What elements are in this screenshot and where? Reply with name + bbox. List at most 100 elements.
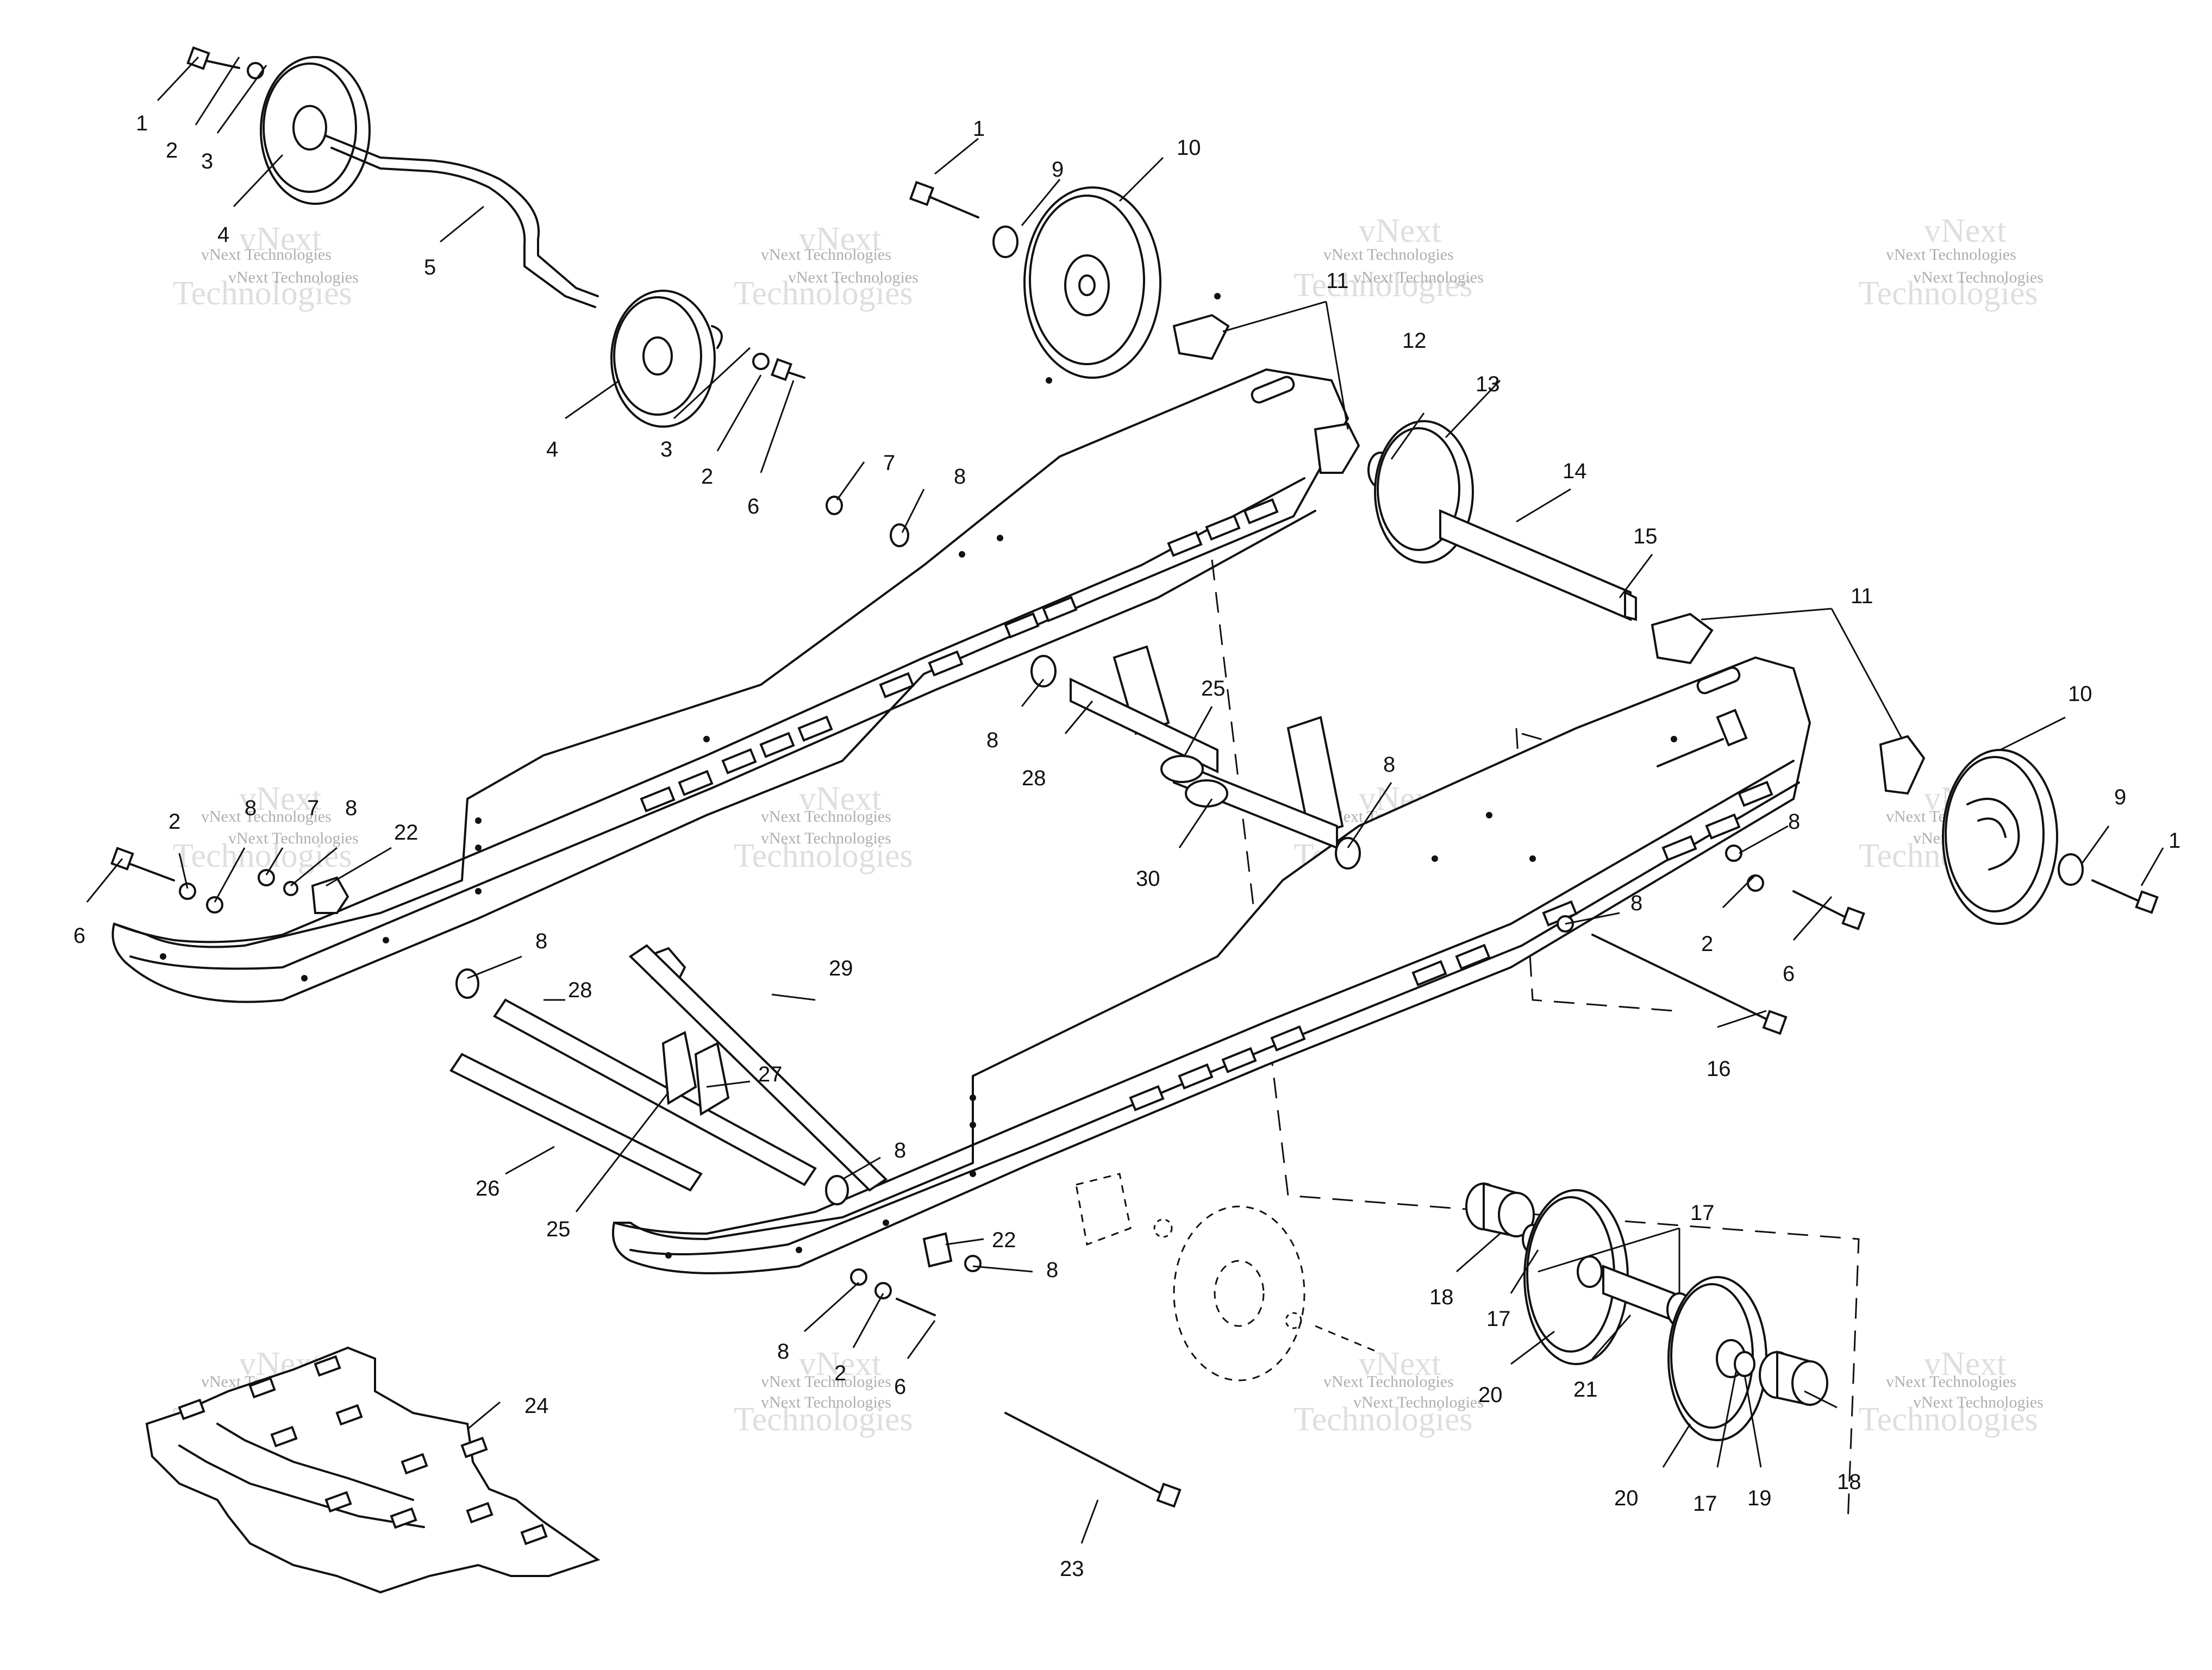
callout-c41: 28 [568, 978, 592, 1002]
track-24 [145, 1346, 601, 1594]
callout-c17: 15 [1633, 524, 1658, 548]
bolt-1-top-center [909, 180, 979, 218]
watermark-10: vNext vNext Technologies Technologies vN… [734, 1346, 913, 1438]
callout-c2: 2 [166, 139, 178, 162]
watermark-12-line-1: vNext [1924, 1346, 2007, 1383]
shaft-28-lower [493, 998, 817, 1186]
washer-8-left-mid [455, 968, 479, 999]
callout-c51: 6 [894, 1375, 906, 1399]
watermark-6-brand-b: vNext Technologies [761, 829, 891, 847]
watermark-3-brand: vNext Technologies [1323, 246, 1454, 264]
washer-8-bottom [850, 1268, 867, 1286]
callout-c48: 8 [1046, 1258, 1058, 1282]
callout-c15: 13 [1476, 372, 1500, 396]
callout-c1: 1 [136, 111, 148, 135]
track-cleats [178, 1355, 548, 1546]
bearing-19 [1734, 1351, 1755, 1377]
watermark-4: vNext vNext Technologies Technologies vN… [1859, 212, 2044, 312]
washer-9-right [2058, 853, 2084, 886]
callout-c4: 4 [217, 223, 229, 247]
watermark-3-line-2: Technologies [1294, 267, 1473, 304]
washer-8-top [890, 523, 909, 547]
phantom-wheel [1075, 1173, 1381, 1381]
watermark-2-line-2: Technologies [734, 275, 913, 312]
callout-c55: 17 [1486, 1307, 1511, 1331]
callout-c50: 2 [834, 1361, 846, 1385]
watermark-4-brand: vNext Technologies [1886, 246, 2016, 264]
callout-c30: 2 [1701, 932, 1713, 956]
wheel-20-lower [1667, 1276, 1767, 1441]
callout-c49: 8 [777, 1340, 789, 1363]
callout-c8: 2 [701, 465, 713, 489]
washer-2-bottom [874, 1282, 892, 1299]
watermark-5-brand-b: vNext Technologies [228, 829, 359, 847]
callout-numbers: 1 2 3 4 5 4 3 2 6 1 9 10 11 12 13 14 15 … [73, 111, 2180, 1581]
bolt-6-bottom [896, 1298, 936, 1316]
block-22-bottom [922, 1232, 953, 1268]
tube-26 [449, 1053, 703, 1192]
callout-c13: 11 [1326, 269, 1349, 293]
washer-2 [247, 62, 264, 79]
watermark-10-brand-b: vNext Technologies [761, 1393, 891, 1411]
bolt-1 [186, 46, 240, 70]
watermark-6: vNext vNext Technologies Technologies vN… [734, 780, 913, 874]
watermark-5-brand: vNext Technologies [201, 808, 332, 825]
watermark-4-line-1: vNext [1924, 212, 2007, 249]
bolt-6-right [1792, 890, 1865, 930]
watermark-10-line-1: vNext [799, 1346, 882, 1383]
callout-c18: 7 [883, 451, 895, 475]
washer-8-right-a [1725, 845, 1742, 862]
watermark-6-brand: vNext Technologies [761, 808, 891, 825]
callout-c57: 20 [1478, 1383, 1503, 1407]
callout-c58: 21 [1573, 1378, 1598, 1402]
bushing-25 [1160, 755, 1204, 783]
right-slide-rail [612, 656, 1811, 1274]
callout-c42: 29 [829, 956, 853, 980]
right-rail-slots [1129, 666, 1773, 1111]
callout-c43: 27 [758, 1062, 783, 1086]
shaft-28-upper [1070, 677, 1219, 774]
washer-8-upper [1030, 655, 1057, 687]
watermark-2-line-1: vNext [799, 221, 882, 258]
callout-c31: 8 [1630, 891, 1642, 915]
idler-wheel-10-top [909, 180, 1161, 379]
rear-axle-assembly [1172, 314, 1637, 622]
watermark-11-line-1: vNext [1359, 1346, 1441, 1383]
callout-c32: 6 [1783, 962, 1795, 986]
callout-c7: 3 [660, 437, 672, 461]
watermark-5-line-2: Technologies [173, 837, 352, 874]
callout-c11: 9 [1052, 158, 1064, 182]
watermark-11-line-2: Technologies [1294, 1401, 1473, 1438]
callout-c24: 8 [986, 728, 998, 752]
watermark-6-line-2: Technologies [734, 837, 913, 874]
watermark-1-line-2: Technologies [173, 275, 352, 312]
callout-c27: 30 [1136, 867, 1160, 891]
callout-c37: 8 [345, 796, 357, 820]
washer-8-left [206, 896, 223, 914]
front-arm-assembly [826, 496, 1361, 870]
watermark-5: vNext vNext Technologies Technologies vN… [173, 780, 359, 874]
watermark-12-line-2: Technologies [1859, 1401, 2038, 1438]
bushing-30 [1185, 779, 1228, 808]
watermark-4-brand-b: vNext Technologies [1913, 268, 2044, 286]
watermark-3-brand-b: vNext Technologies [1353, 268, 1484, 286]
watermark-3: vNext vNext Technologies Technologies vN… [1294, 212, 1484, 304]
watermark-1-line-1: vNext [239, 221, 322, 258]
callout-c36: 7 [307, 796, 319, 820]
wheel-4-lower [610, 290, 716, 428]
watermark-3-line-1: vNext [1359, 212, 1441, 249]
callout-c54: 18 [1429, 1285, 1454, 1309]
callout-c40: 8 [535, 929, 547, 953]
callout-c10: 1 [973, 117, 985, 141]
bolt-6-upper [771, 358, 805, 381]
block-11-right [1879, 735, 1926, 795]
watermark-6-line-1: vNext [799, 780, 882, 817]
callout-c45: 25 [546, 1217, 571, 1241]
nut-7-top [826, 496, 843, 515]
callout-c60: 17 [1693, 1492, 1717, 1516]
bolt-1-right [2091, 879, 2159, 914]
watermark-12: vNext vNext Technologies Technologies vN… [1859, 1346, 2044, 1438]
callout-c33: 16 [1707, 1057, 1731, 1081]
watermark-10-brand: vNext Technologies [761, 1373, 891, 1391]
watermark-1: vNext vNext Technologies Technologies vN… [173, 221, 359, 312]
